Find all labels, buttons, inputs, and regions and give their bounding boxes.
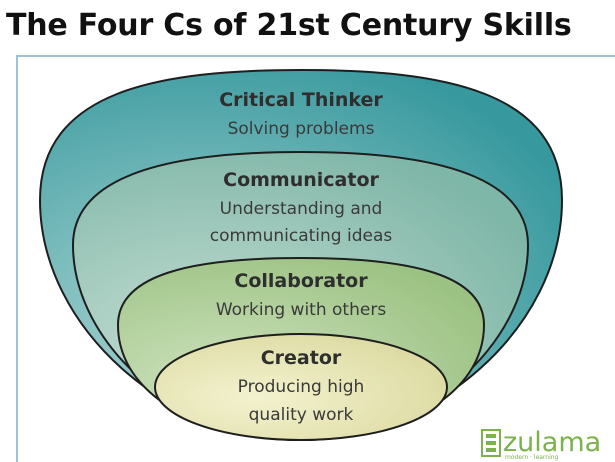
layer-collaborator-heading: Collaborator [234,270,368,292]
zulama-logo: zulama modern · learning [481,427,601,461]
zulama-logo-mark-icon [481,429,501,457]
layer-creator-line-2: quality work [249,405,354,425]
layer-critical-thinker-heading: Critical Thinker [219,89,383,111]
layer-communicator-line-1: Understanding and [220,199,383,219]
zulama-logo-tagline: modern · learning [505,454,559,461]
layer-creator-heading: Creator [261,347,342,369]
layer-critical-thinker-line-1: Solving problems [228,119,375,139]
zulama-logo-text: zulama [503,427,601,458]
layer-creator-shape [154,333,448,441]
layer-communicator-line-2: communicating ideas [210,226,393,246]
layer-creator-line-1: Producing high [238,377,365,397]
layer-communicator-heading: Communicator [223,169,379,191]
layer-collaborator-line-1: Working with others [216,300,387,320]
page-title: The Four Cs of 21st Century Skills [6,8,572,43]
